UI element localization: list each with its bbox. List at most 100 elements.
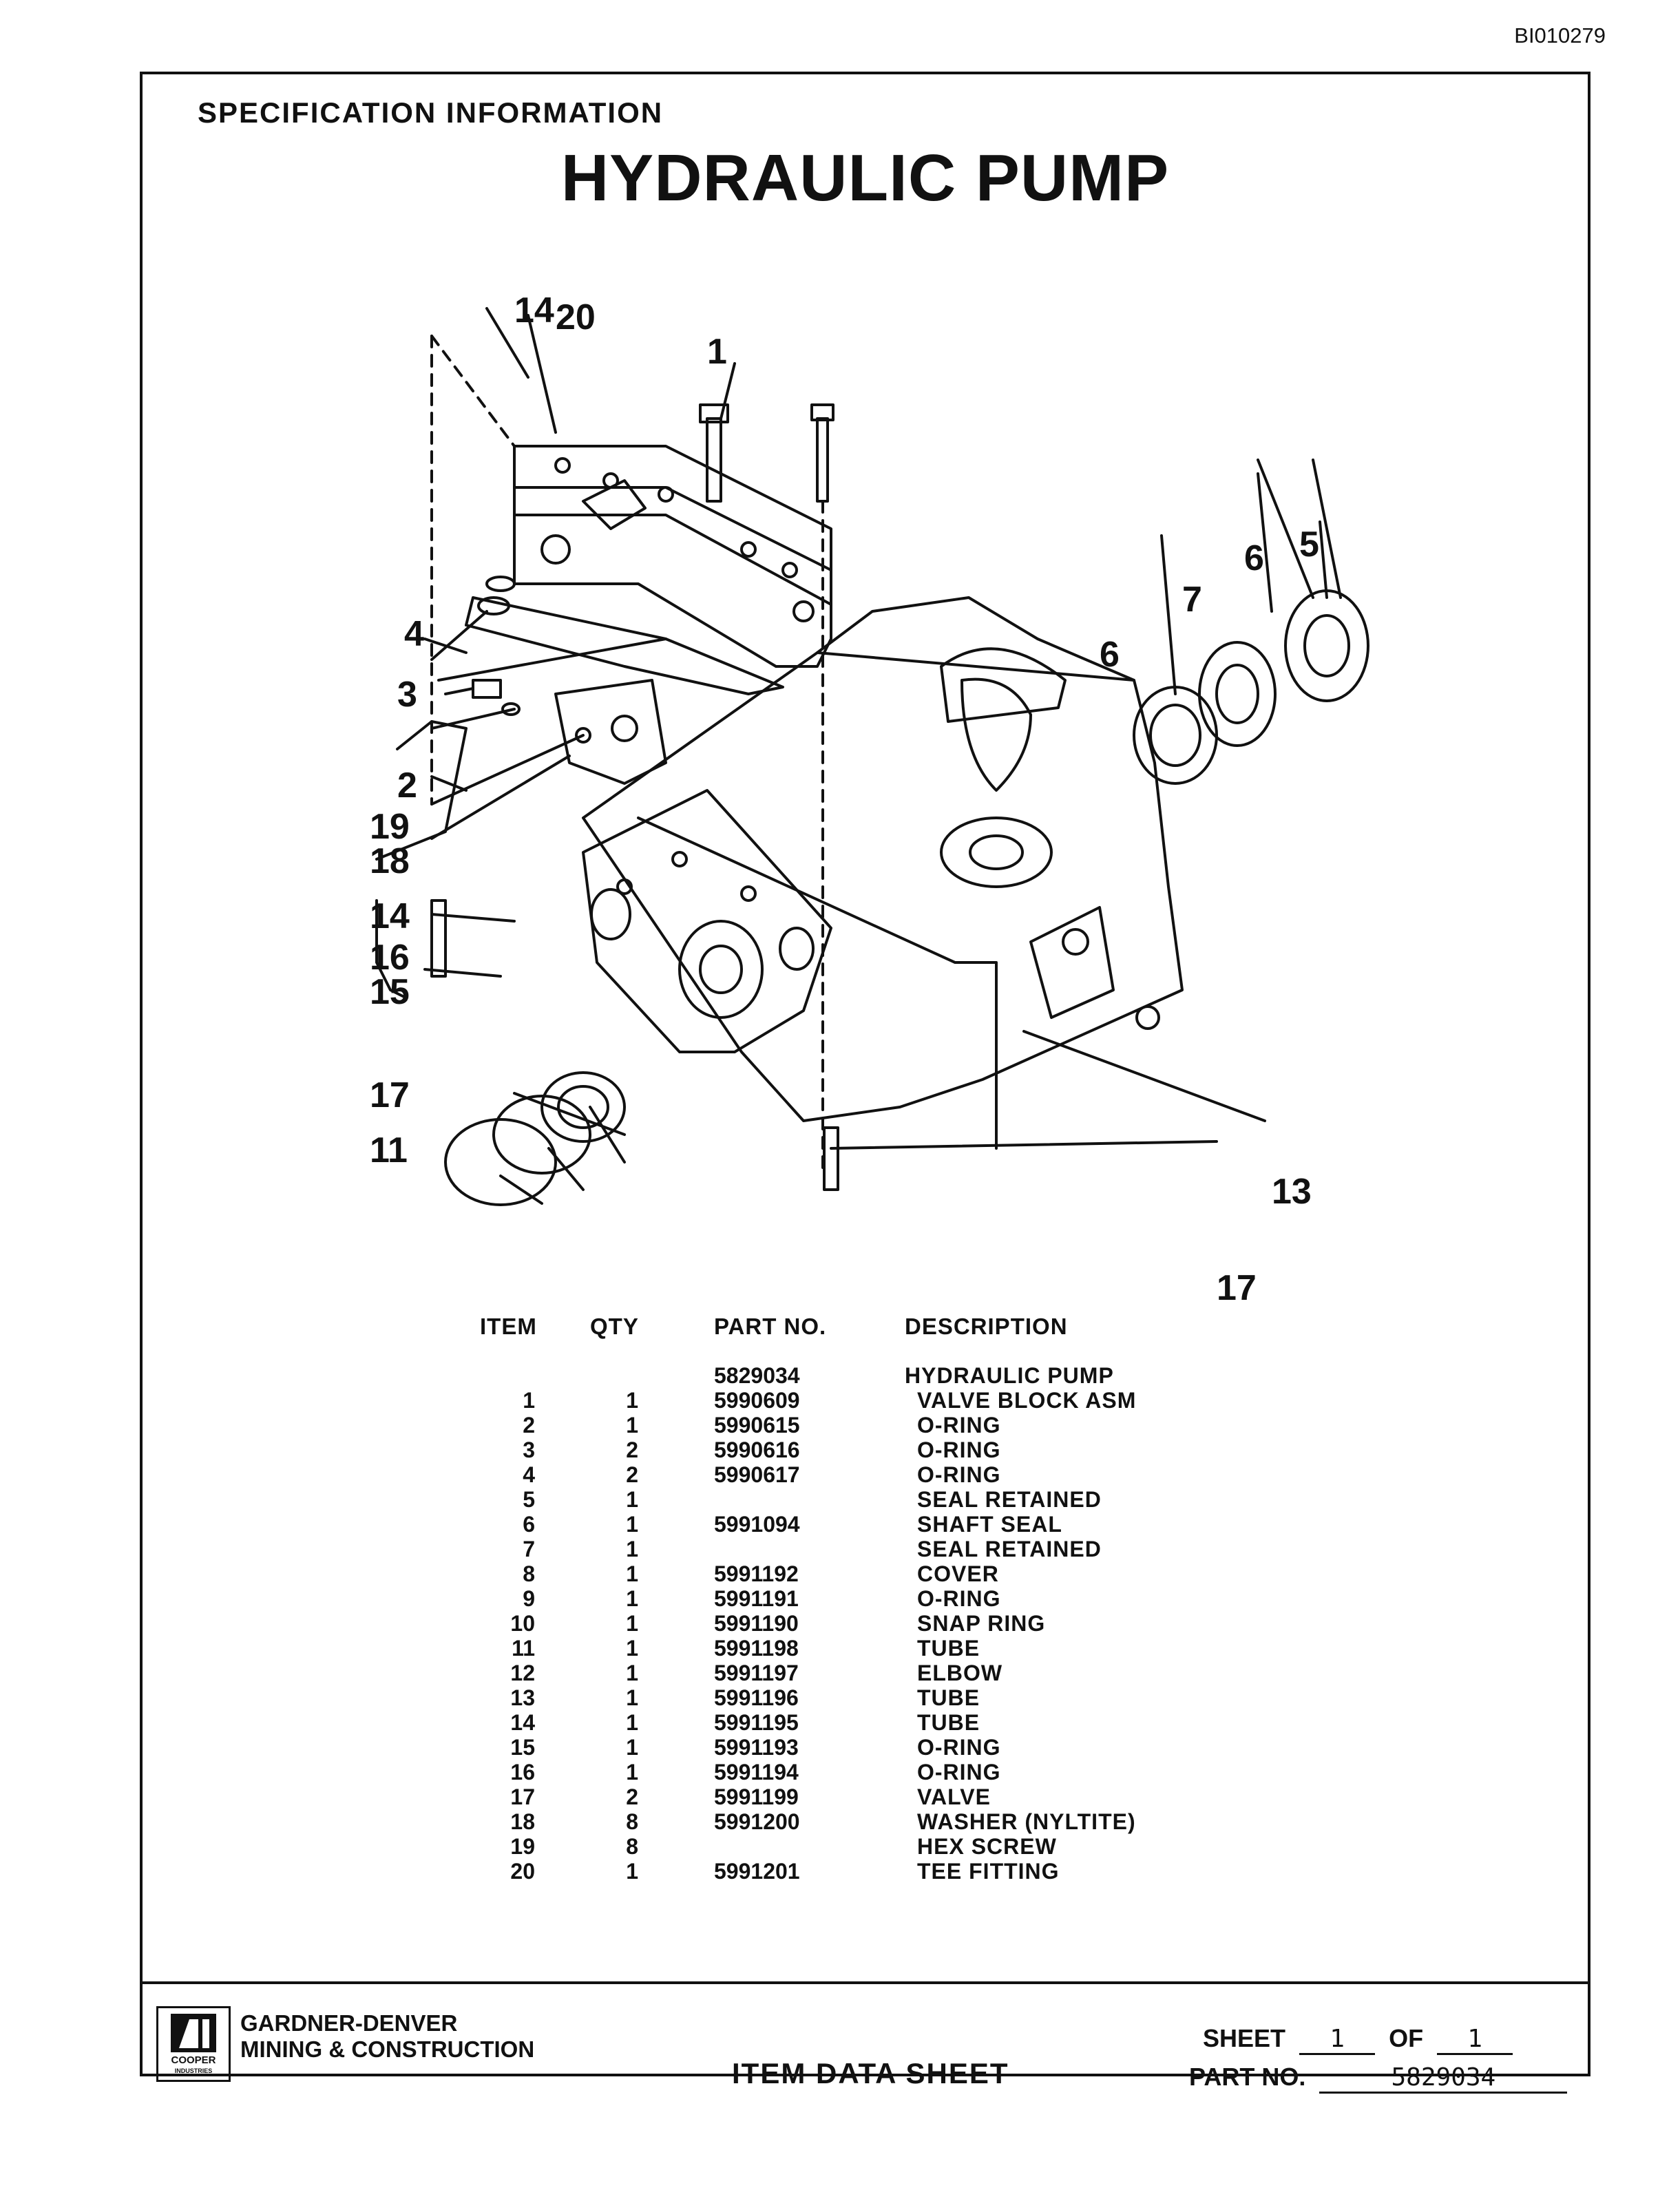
cell-item: 6	[523, 1512, 535, 1537]
cell-item: 14	[510, 1710, 535, 1735]
callout-19: 19	[370, 807, 410, 847]
cell-part: 5991190	[714, 1611, 799, 1636]
document-id: BI010279	[1514, 23, 1606, 48]
cell-item: 5	[523, 1487, 535, 1512]
cell-desc: O-RING	[917, 1760, 1001, 1784]
cell-item: 7	[523, 1537, 535, 1561]
cell-item: 18	[510, 1809, 535, 1834]
callout-2: 2	[397, 766, 417, 805]
cell-qty: 2	[626, 1438, 638, 1462]
header-item: ITEM	[480, 1314, 537, 1339]
item-data-sheet-title: ITEM DATA SHEET	[732, 2057, 1009, 2089]
cell-desc: O-RING	[917, 1735, 1001, 1760]
callout-6-left: 6	[1100, 635, 1120, 675]
valve-17-right	[823, 1126, 839, 1191]
table-row: 14 1 5991195 TUBE	[143, 1710, 1593, 1735]
pump-housing	[582, 651, 1184, 1122]
cell-qty: 1	[626, 1611, 638, 1636]
cell-qty: 1	[626, 1710, 638, 1735]
cell-item: 4	[523, 1462, 535, 1487]
callout-16: 16	[370, 938, 410, 978]
cell-desc: TEE FITTING	[917, 1859, 1060, 1884]
cell-item: 20	[510, 1859, 535, 1884]
spec-sheet-frame: SPECIFICATION INFORMATION HYDRAULIC PUMP	[140, 72, 1593, 2094]
callout-17-left: 17	[370, 1075, 410, 1115]
of-value: 1	[1437, 2025, 1513, 2055]
tube-13	[637, 817, 998, 1150]
tube-14	[375, 720, 468, 861]
callout-20: 20	[556, 297, 596, 337]
side-cover	[554, 679, 667, 785]
cell-desc: SNAP RING	[917, 1611, 1046, 1636]
callout-15: 15	[370, 972, 410, 1012]
cell-item: 19	[510, 1834, 535, 1859]
table-row: 15 1 5991193 O-RING	[143, 1735, 1593, 1760]
cell-part: 5991094	[714, 1512, 800, 1537]
cell-qty: 2	[626, 1462, 638, 1487]
sheet-label: SHEET	[1203, 2024, 1286, 2052]
cell-qty: 2	[626, 1784, 638, 1809]
cell-desc: TUBE	[917, 1710, 980, 1735]
cell-desc: VALVE BLOCK ASM	[917, 1388, 1137, 1413]
cell-item: 2	[523, 1413, 535, 1438]
bolt	[816, 417, 829, 503]
cell-part: 5990615	[714, 1413, 800, 1438]
logo-text: COOPER	[171, 2054, 216, 2066]
o-ring-4	[485, 576, 516, 592]
cell-part: 5991192	[714, 1561, 799, 1586]
seal-retained-5	[1284, 589, 1369, 702]
cell-desc: COVER	[917, 1561, 999, 1586]
logo-subtext: INDUSTRIES	[174, 2067, 213, 2074]
cell-desc: O-RING	[917, 1462, 1001, 1487]
cell-qty: 1	[626, 1487, 638, 1512]
cell-part: 5991201	[714, 1859, 800, 1884]
cell-item: 12	[510, 1661, 535, 1685]
cell-desc: SHAFT SEAL	[917, 1512, 1062, 1537]
seal-retained-7	[1198, 641, 1277, 747]
sheet-value: 1	[1299, 2025, 1376, 2055]
cell-desc: SEAL RETAINED	[917, 1537, 1102, 1561]
cell-desc: VALVE	[917, 1784, 991, 1809]
cell-part: 5991198	[714, 1636, 799, 1661]
cell-part: 5991191	[714, 1586, 799, 1611]
cell-qty: 1	[626, 1859, 638, 1884]
header-qty: QTY	[590, 1314, 639, 1339]
cell-item: 11	[512, 1636, 535, 1661]
cell-item: 10	[510, 1611, 535, 1636]
cell-qty: 1	[626, 1735, 638, 1760]
cell-desc: HEX SCREW	[917, 1834, 1057, 1859]
table-row: 20 1 5991201 TEE FITTING	[143, 1859, 1593, 1884]
cell-part: 5990617	[714, 1462, 800, 1487]
cell-qty: 1	[626, 1561, 638, 1586]
valve-17-left	[430, 899, 447, 978]
cell-qty: 1	[626, 1413, 638, 1438]
cell-item: 17	[510, 1784, 535, 1809]
cell-desc: TUBE	[917, 1685, 980, 1710]
cell-part: 5991194	[714, 1760, 799, 1784]
part-no-label: PART NO.	[1189, 2063, 1306, 2091]
company-line1: GARDNER-DENVER	[240, 2010, 458, 2036]
cell-part: 5991195	[714, 1710, 799, 1735]
callout-13: 13	[1272, 1172, 1312, 1212]
spec-info-heading: SPECIFICATION INFORMATION	[198, 96, 664, 129]
callout-14-left: 14	[370, 896, 410, 936]
cell-item: 15	[510, 1735, 535, 1760]
exploded-parts-drawing: 14 20 1 4 3 2 19 18 14 16 15 17 11 13 17…	[370, 291, 1369, 1308]
cell-desc: O-RING	[917, 1413, 1001, 1438]
callout-7: 7	[1182, 580, 1202, 620]
cell-part: 5991193	[714, 1735, 799, 1760]
table-row: 10 1 5991190 SNAP RING	[143, 1611, 1593, 1636]
cell-qty: 1	[626, 1586, 638, 1611]
cell-item: 1	[523, 1388, 535, 1413]
cell-item: 8	[523, 1561, 535, 1586]
